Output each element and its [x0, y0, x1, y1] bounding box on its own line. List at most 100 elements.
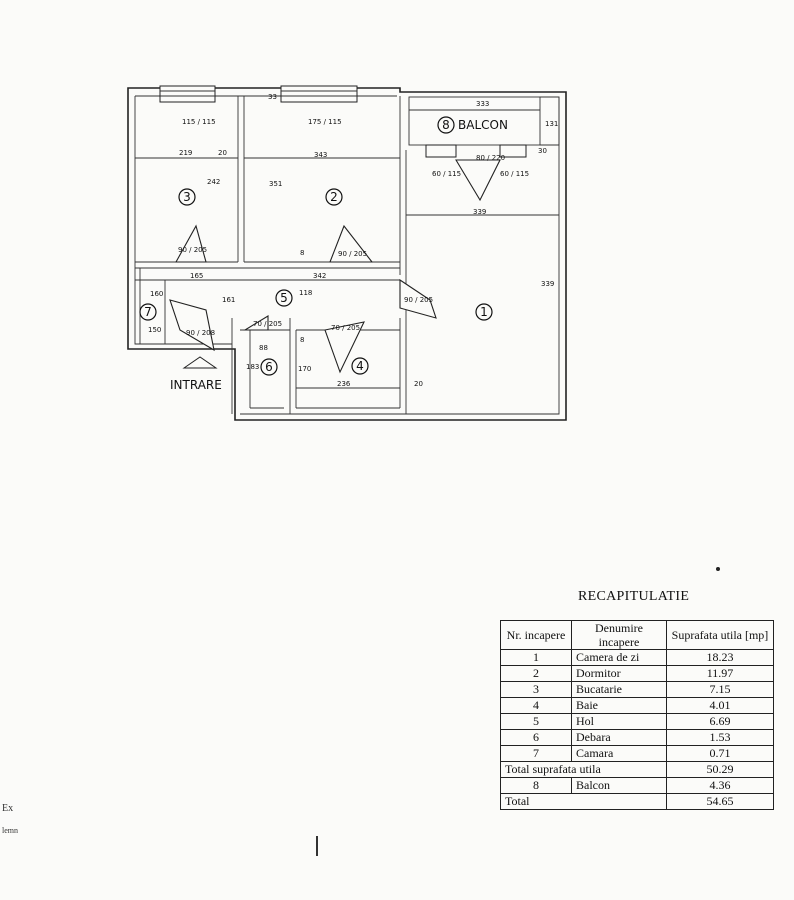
dim: 236 — [337, 380, 351, 388]
subtotal-label: Total suprafata utila — [500, 761, 667, 778]
dim: 183 — [246, 363, 259, 371]
floor-plan: 1 2 3 4 5 6 7 8 BALCON INTRARE 333 131 3… — [127, 85, 567, 421]
opening: 70 / 205 — [253, 320, 282, 328]
cell-name: Bucatarie — [571, 681, 667, 698]
window-kitchen — [159, 85, 216, 103]
window-bedroom — [280, 85, 358, 103]
dim: 342 — [313, 272, 326, 280]
room-marker-8: 8 — [437, 116, 455, 134]
dim: 8 — [300, 336, 304, 344]
dim: 170 — [298, 365, 311, 373]
opening: 80 / 220 — [476, 154, 505, 162]
scan-dot — [716, 567, 720, 571]
cell-area: 4.36 — [666, 777, 774, 794]
cell-name: Balcon — [571, 777, 667, 794]
svg-text:5: 5 — [280, 291, 288, 305]
cell-nr: 4 — [500, 697, 572, 714]
svg-text:6: 6 — [265, 360, 273, 374]
opening: 60 / 115 — [500, 170, 529, 178]
cell-nr: 7 — [500, 745, 572, 762]
opening: 115 / 115 — [182, 118, 216, 126]
cell-nr: 1 — [500, 649, 572, 666]
total-label: Total — [500, 793, 667, 810]
opening: 90 / 205 — [338, 250, 367, 258]
cell-area: 7.15 — [666, 681, 774, 698]
opening: 90 / 205 — [404, 296, 433, 304]
dim: 343 — [314, 151, 327, 159]
door-balcony — [455, 159, 501, 202]
edge-text-1: Ex — [2, 803, 14, 814]
outer-wall — [127, 87, 567, 421]
interior-walls — [135, 96, 559, 414]
dim: 131 — [545, 120, 558, 128]
dim: 242 — [207, 178, 220, 186]
cell-name: Camera de zi — [571, 649, 667, 666]
dim: 161 — [222, 296, 235, 304]
room-marker-7: 7 — [139, 303, 157, 321]
cell-nr: 8 — [500, 777, 572, 794]
door-kitchen — [175, 224, 207, 263]
dim: 339 — [541, 280, 554, 288]
opening: 90 / 208 — [186, 329, 215, 337]
cell-area: 4.01 — [666, 697, 774, 714]
dim: 150 — [148, 326, 161, 334]
dimension-labels: 333 131 30 339 339 219 20 343 242 351 33… — [148, 93, 558, 388]
cell-name: Hol — [571, 713, 667, 730]
scan-mark — [316, 836, 318, 856]
opening: 175 / 115 — [308, 118, 342, 126]
door-entrance — [169, 299, 215, 352]
opening: 60 / 115 — [432, 170, 461, 178]
dim: 30 — [538, 147, 547, 155]
opening: 70 / 205 — [331, 324, 360, 332]
dim: 118 — [299, 289, 312, 297]
svg-text:4: 4 — [356, 359, 364, 373]
dim: 339 — [473, 208, 486, 216]
table-header-row: Nr. incapere Denumire incapere Suprafata… — [500, 620, 774, 650]
room-marker-2: 2 — [325, 188, 343, 206]
dim: 33 — [268, 93, 277, 101]
entrance-arrow — [182, 356, 218, 369]
edge-text-2: lemn — [2, 826, 18, 835]
subtotal-area: 50.29 — [666, 761, 774, 778]
svg-text:8: 8 — [442, 118, 450, 132]
dim: 20 — [218, 149, 227, 157]
entrance-label: INTRARE — [170, 378, 222, 392]
cell-area: 0.71 — [666, 745, 774, 762]
cell-nr: 6 — [500, 729, 572, 746]
cell-area: 6.69 — [666, 713, 774, 730]
room-marker-5: 5 — [275, 289, 293, 307]
dim: 8 — [300, 249, 304, 257]
dim: 160 — [150, 290, 163, 298]
cell-name: Debara — [571, 729, 667, 746]
door-bedroom — [329, 224, 374, 263]
dim: 165 — [190, 272, 203, 280]
header-nr: Nr. incapere — [500, 620, 572, 650]
opening-labels: 115 / 115 175 / 115 80 / 220 60 / 115 60… — [178, 118, 529, 337]
recap-table: Nr. incapere Denumire incapere Suprafata… — [500, 620, 774, 810]
cell-area: 1.53 — [666, 729, 774, 746]
room-marker-6: 6 — [260, 358, 278, 376]
door-storage — [243, 315, 269, 331]
opening: 90 / 205 — [178, 246, 207, 254]
svg-text:1: 1 — [480, 305, 488, 319]
dim: 20 — [414, 380, 423, 388]
svg-text:2: 2 — [330, 190, 338, 204]
cell-name: Baie — [571, 697, 667, 714]
total-area: 54.65 — [666, 793, 774, 810]
room-marker-3: 3 — [178, 188, 196, 206]
cell-nr: 2 — [500, 665, 572, 682]
svg-text:3: 3 — [183, 190, 191, 204]
cell-area: 11.97 — [666, 665, 774, 682]
door-living — [399, 278, 437, 319]
svg-text:7: 7 — [144, 305, 152, 319]
dim: 351 — [269, 180, 282, 188]
